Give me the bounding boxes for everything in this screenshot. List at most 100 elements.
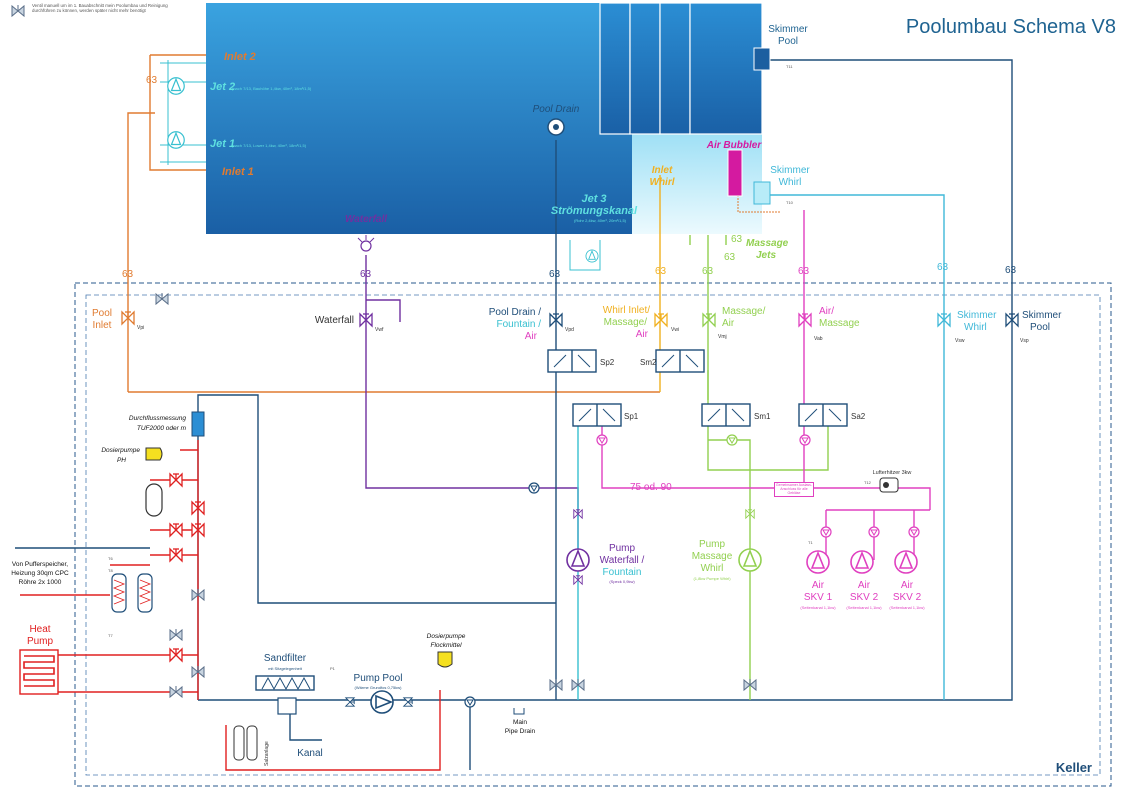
sensor-t7: T7: [108, 633, 113, 638]
pipe-heating: [20, 440, 441, 771]
skimmer-whirl-sublabel: Whirl: [779, 177, 802, 188]
switch-valve-sp2[interactable]: Sp2: [547, 349, 615, 373]
pipe-size-63: 63: [724, 252, 736, 263]
pipe-size-63: 63: [1005, 265, 1017, 276]
valve-pool-drain[interactable]: Pool Drain / Fountain / Air Vpd: [489, 307, 574, 342]
blower-note: (Seitenkanal 1,1kw): [800, 605, 836, 610]
blower-sublabel: SKV 1: [804, 592, 833, 603]
pipe-size-labels: 63 63 63 63 63 63 63 63 63 63 63 75 od. …: [122, 75, 1017, 493]
buffer-sublabel-2: Röhre 2x 1000: [19, 579, 62, 586]
pump-sublabel: Waterfall /: [600, 555, 645, 566]
valve-id: Vab: [814, 336, 823, 342]
heat-exchangers: [111, 573, 153, 613]
pool-inlet-sublabel: Inlet: [93, 320, 112, 331]
dosing-pump-ph[interactable]: Dosierpumpe PH: [101, 447, 163, 464]
jet1-label: Jet 1: [210, 138, 235, 150]
pool-pump-valve-in[interactable]: [345, 697, 355, 707]
jet3-pump: [585, 249, 599, 263]
blower-label: Air: [858, 580, 871, 591]
pump-massage-whirl[interactable]: Pump Massage Whirl (1,8kw Pumpe Whirl): [692, 539, 762, 581]
inlet-whirl: Inlet Whirl: [650, 165, 675, 188]
dosing-pump-flocculant[interactable]: Dosierpumpe Flockmittel: [427, 633, 466, 668]
heating-valve[interactable]: [169, 548, 183, 562]
legend-manual-valve: Ventil manuell um im 1. Bauabschnitt mei…: [11, 3, 168, 17]
skimmer-pool-icon: [753, 47, 771, 71]
massage-sublabel: Massage: [819, 318, 860, 329]
pump-pool[interactable]: Pump Pool (Wärme Grundfos 0,75kw): [354, 673, 403, 714]
pool-drain: Pool Drain: [533, 104, 580, 136]
heating-valve[interactable]: [169, 648, 183, 662]
valve-id: Vpi: [137, 325, 144, 331]
manual-valve[interactable]: [169, 628, 183, 641]
fountain-label: Fountain /: [497, 319, 542, 330]
blower-sublabel: SKV 2: [893, 592, 922, 603]
pump-label: Pump: [699, 539, 726, 550]
skimmer-pool: Skimmer Pool T11: [753, 24, 808, 71]
valve-skimmer-whirl[interactable]: Skimmer Whirl Vsw: [937, 310, 997, 344]
pump-pool-label: Pump Pool: [354, 673, 403, 684]
valve-pool-inlet[interactable]: Pool Inlet Vpi: [92, 308, 144, 331]
valve-massage-air[interactable]: Massage/ Air Vmj: [702, 306, 766, 340]
pool-drain-valve-label: Pool Drain /: [489, 307, 541, 318]
switch-id: Sm1: [754, 412, 771, 421]
pump-waterfall-fountain[interactable]: Pump Waterfall / Fountain (Speck 0,9kw): [566, 543, 645, 584]
blower-note: (Seitenkanal 1,1kw): [846, 605, 882, 610]
air-label: Air: [525, 331, 538, 342]
air-blower-1[interactable]: Air SKV 1 (Seitenkanal 1,1kw): [800, 550, 836, 610]
jet3-sublabel: Strömungskanal: [551, 205, 638, 217]
blower-sublabel: SKV 2: [850, 592, 879, 603]
pump-sublabel: Massage: [692, 551, 733, 562]
dosing-sublabel: Flockmittel: [430, 642, 462, 649]
pool-pump-valve-out[interactable]: [403, 697, 413, 707]
pool-drain-label: Pool Drain: [533, 104, 580, 115]
sensor-t6: T6: [108, 556, 113, 561]
inlet1-label: Inlet 1: [222, 166, 254, 178]
valve-id: Vwi: [671, 327, 679, 333]
air-heater[interactable]: Lufterhitzer 3kw: [873, 470, 912, 493]
multiport-valve[interactable]: [277, 697, 297, 715]
valve-skimmer-pool[interactable]: Skimmer Pool Vsp: [1005, 310, 1062, 344]
brand-logo: Keller: [1056, 760, 1092, 775]
main-pipe-drain: Main Pipe Drain: [505, 708, 536, 735]
pipe-size-63: 63: [549, 269, 561, 280]
salt-label: Salzanlage: [264, 741, 270, 766]
pipe-size-63: 63: [937, 262, 949, 273]
manual-valve[interactable]: [169, 685, 183, 698]
jet1-note: (nach 7/13, Lower 1,4kw, 40m³, 18m³/1,5): [232, 143, 307, 148]
jet3: Jet 3 Strömungskanal (Rohr 2,4kw, 40m³, …: [551, 193, 638, 223]
massage-jets: Massage Jets: [746, 238, 789, 261]
heating-valve[interactable]: [169, 523, 183, 537]
switch-valve-sm2[interactable]: Sm2: [640, 349, 705, 373]
pipe-size-63: 63: [146, 75, 158, 86]
valve-waterfall[interactable]: Waterfall Vwf: [315, 313, 384, 333]
manual-valve-icon: [11, 4, 25, 17]
heat-pump[interactable]: Heat Pump: [19, 624, 59, 695]
switch-valve-sa2[interactable]: Sa2: [798, 403, 866, 427]
flow-meter-label: Durchflussmessung: [129, 415, 186, 422]
switch-id: Sa2: [851, 412, 866, 421]
check-valve: [908, 526, 920, 538]
air-blower-3[interactable]: Air SKV 2 (Seitenkanal 1,1kw): [889, 550, 925, 610]
dosing-label: Dosierpumpe: [427, 633, 466, 640]
waterfall-group: Waterfall: [345, 214, 387, 252]
switch-valve-sm1[interactable]: Sm1: [701, 403, 771, 427]
air-blower-2[interactable]: Air SKV 2 (Seitenkanal 1,1kw): [846, 550, 882, 610]
valve-air-massage[interactable]: Air/ Massage Vab: [798, 306, 860, 342]
pump-label: Pump: [609, 543, 636, 554]
pump-note: (1,8kw Pumpe Whirl): [693, 576, 731, 581]
switch-valve-sp1[interactable]: Sp1: [572, 403, 639, 427]
heating-valve[interactable]: [169, 473, 183, 487]
switch-id: Sp2: [600, 358, 615, 367]
pipe-air-bubbler: [737, 195, 780, 213]
pipe-size-75: 75 od. 90: [630, 482, 672, 493]
pipe-size-63: 63: [702, 266, 714, 277]
blower-label: Air: [901, 580, 914, 591]
check-valve: [464, 696, 476, 708]
sensor-t11: T11: [786, 64, 793, 69]
sandfilter[interactable]: Sandfilter mit Sitzgelegenheit P1: [255, 653, 336, 691]
sensor-t12: T12: [864, 480, 872, 485]
pipe-size-63: 63: [360, 269, 372, 280]
pump-note: (Speck 0,9kw): [609, 579, 635, 584]
inlet2-label: Inlet 2: [224, 51, 256, 63]
valve-whirl-inlet[interactable]: Whirl Inlet/ Massage/ Air Vwi: [603, 305, 679, 340]
